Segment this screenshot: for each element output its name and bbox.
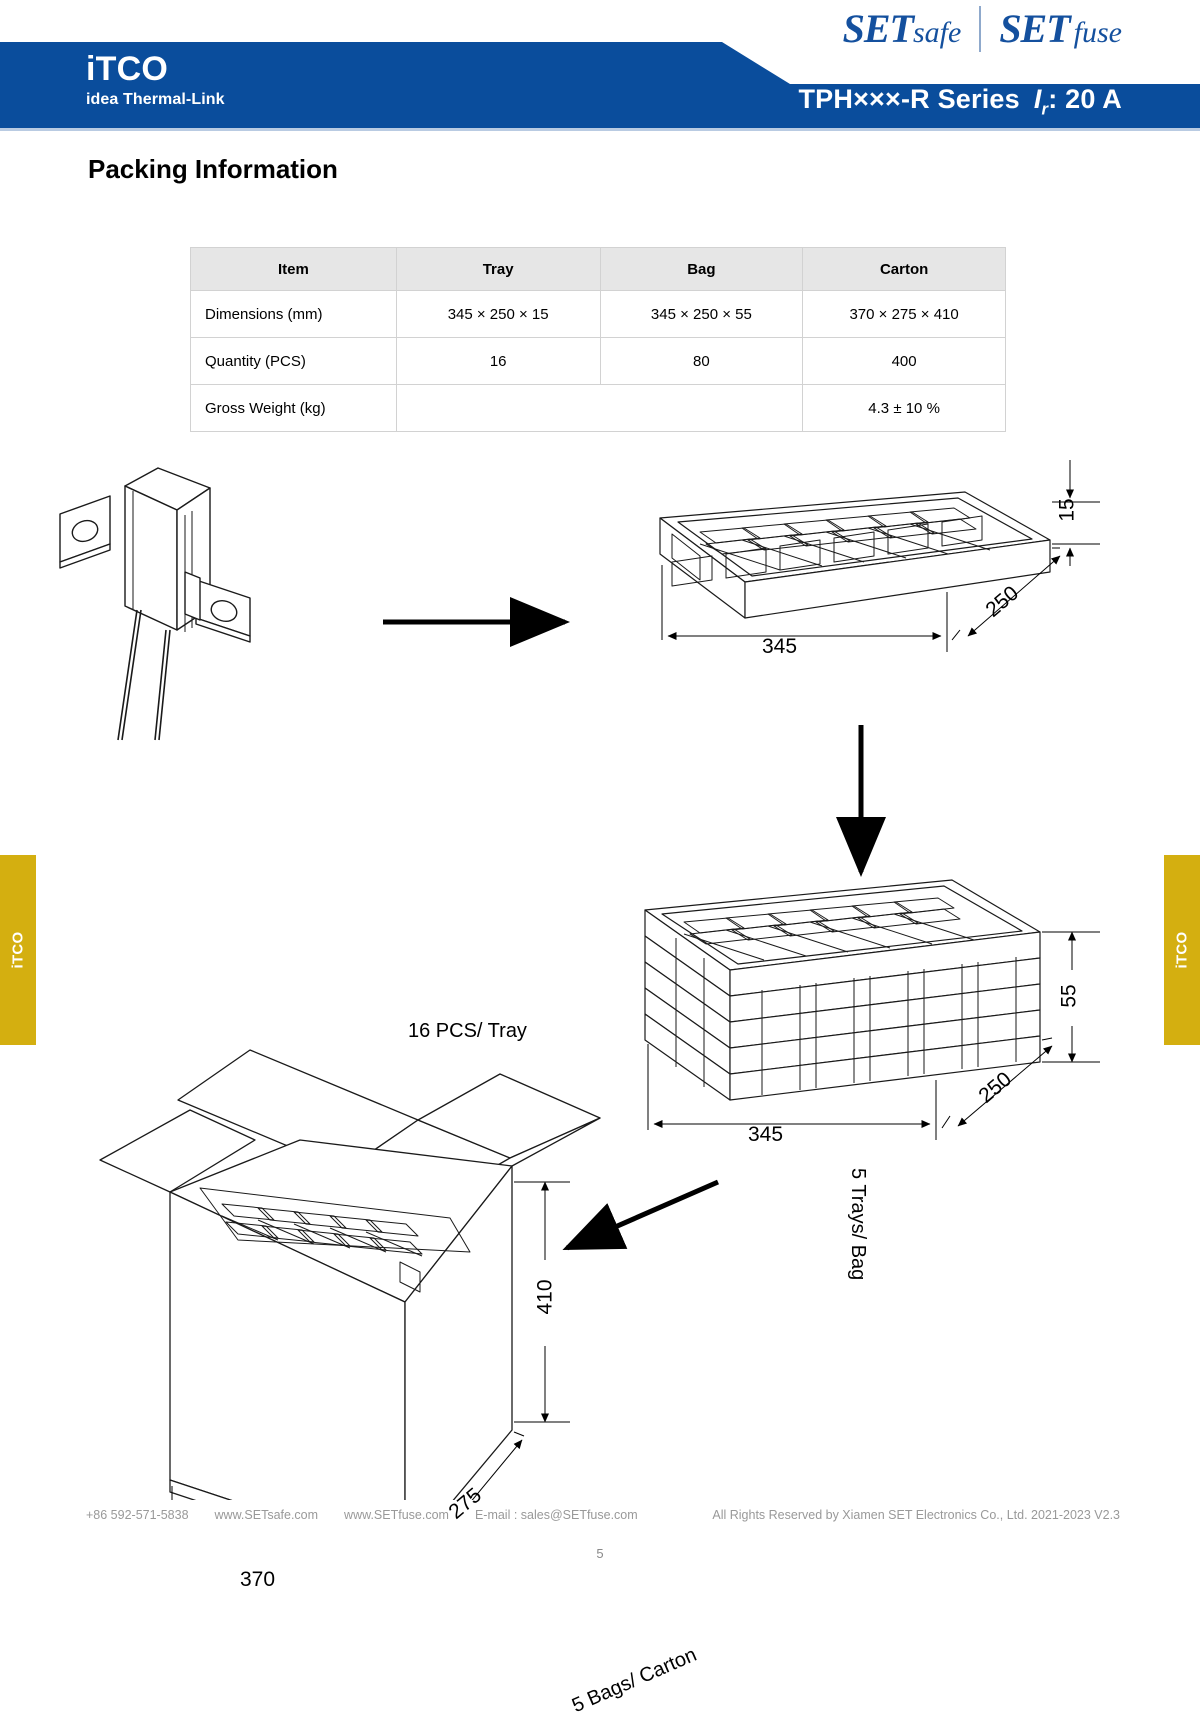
- page-subtitle: idea Thermal-Link: [86, 90, 225, 108]
- section-title: Packing Information: [88, 154, 338, 184]
- page-title: iTCO: [86, 50, 169, 88]
- column-header-bag: Bag: [599, 247, 804, 291]
- packing-flow-svg: [59, 460, 1100, 1500]
- carton-dim-width: 370: [240, 1568, 276, 1591]
- row-label-quantity: Quantity (PCS): [190, 337, 397, 385]
- column-header-carton: Carton: [802, 247, 1006, 291]
- page-number: 5: [596, 1546, 604, 1561]
- page-header: SETsafe SET fuse iTCO idea Thermal-Link …: [0, 0, 1200, 131]
- rated-current-value: : 20 A: [1048, 84, 1122, 114]
- arrow-bags-per-carton: [562, 1179, 720, 1251]
- carton-dimension-lines: [171, 1181, 570, 1500]
- brand-setsafe-light: safe: [912, 16, 962, 49]
- table-row: Dimensions (mm) 345 × 250 × 15 345 × 250…: [190, 290, 1006, 338]
- cell-dimensions-bag: 345 × 250 × 55: [599, 290, 804, 338]
- table-row: Quantity (PCS) 16 80 400: [190, 337, 1006, 385]
- product-drawing: [59, 467, 251, 741]
- tray-dimension-lines: [661, 460, 1100, 652]
- table-row: Gross Weight (kg) 4.3 ± 10 %: [190, 384, 1006, 432]
- column-header-item: Item: [190, 247, 397, 291]
- carton-drawing: [99, 1049, 601, 1500]
- tray-dim-height: 15: [1055, 498, 1079, 522]
- tray-dim-length: 345: [762, 635, 798, 658]
- brand-setsafe: SETsafe: [843, 9, 962, 49]
- footer-site-setsafe[interactable]: www.SETsafe.com: [214, 1508, 319, 1522]
- cell-dimensions-tray: 345 × 250 × 15: [395, 290, 601, 338]
- cell-quantity-tray: 16: [395, 337, 601, 385]
- bag-drawing: [644, 879, 1041, 1101]
- row-label-gross-weight: Gross Weight (kg): [190, 384, 397, 432]
- bag-dim-height: 55: [1057, 984, 1081, 1008]
- bag-dim-length: 345: [748, 1123, 784, 1146]
- brand-setsafe-strong: SET: [842, 6, 914, 51]
- rated-current-symbol: Ir: [1033, 84, 1049, 119]
- packing-information-table: Item Tray Bag Carton Dimensions (mm) 345…: [190, 247, 1006, 432]
- packing-flow-diagram: 16 PCS/ Tray 5 Trays/ Bag 5 Bags/ Carton…: [0, 440, 1200, 1717]
- brand-setfuse: SET fuse: [999, 9, 1122, 49]
- table-header-row: Item Tray Bag Carton: [190, 247, 1006, 291]
- column-header-tray: Tray: [395, 247, 601, 291]
- brand-setfuse-strong: SET: [999, 6, 1070, 51]
- series-name: TPH×××-R Series: [798, 84, 1020, 114]
- cell-quantity-bag: 80: [599, 337, 804, 385]
- series-rating-label: TPH×××-R Series Ir: 20 A: [798, 84, 1122, 119]
- carton-dim-height: 410: [533, 1279, 557, 1315]
- side-tab-right: iTCO: [1164, 855, 1200, 1045]
- cell-dimensions-carton: 370 × 275 × 410: [802, 290, 1006, 338]
- flow-label-trays-per-bag: 5 Trays/ Bag: [847, 1168, 869, 1281]
- brand-logo: SETsafe SET fuse: [843, 6, 1122, 52]
- header-underline: [0, 128, 1200, 131]
- brand-setfuse-light: fuse: [1073, 16, 1122, 49]
- flow-label-pcs-per-tray: 16 PCS/ Tray: [408, 1020, 527, 1042]
- footer-email[interactable]: E-mail : sales@SETfuse.com: [474, 1508, 638, 1522]
- cell-gross-weight-carton: 4.3 ± 10 %: [802, 384, 1006, 432]
- row-label-dimensions: Dimensions (mm): [190, 290, 397, 338]
- brand-divider: [979, 6, 982, 52]
- cell-gross-weight-empty: [395, 384, 804, 432]
- footer-phone: +86 592-571-5838: [86, 1508, 189, 1522]
- side-tab-left: iTCO: [0, 855, 36, 1045]
- cell-quantity-carton: 400: [802, 337, 1006, 385]
- flow-label-bags-per-carton: 5 Bags/ Carton: [568, 1643, 700, 1718]
- footer-site-setfuse[interactable]: www.SETfuse.com: [344, 1508, 449, 1522]
- footer-contact: +86 592-571-5838 www.SETsafe.com www.SETfu…: [86, 1508, 664, 1522]
- bag-dimension-lines: [647, 931, 1100, 1140]
- footer-copyright: All Rights Reserved by Xiamen SET Electr…: [712, 1508, 1120, 1522]
- header-product-block: iTCO idea Thermal-Link: [86, 52, 225, 109]
